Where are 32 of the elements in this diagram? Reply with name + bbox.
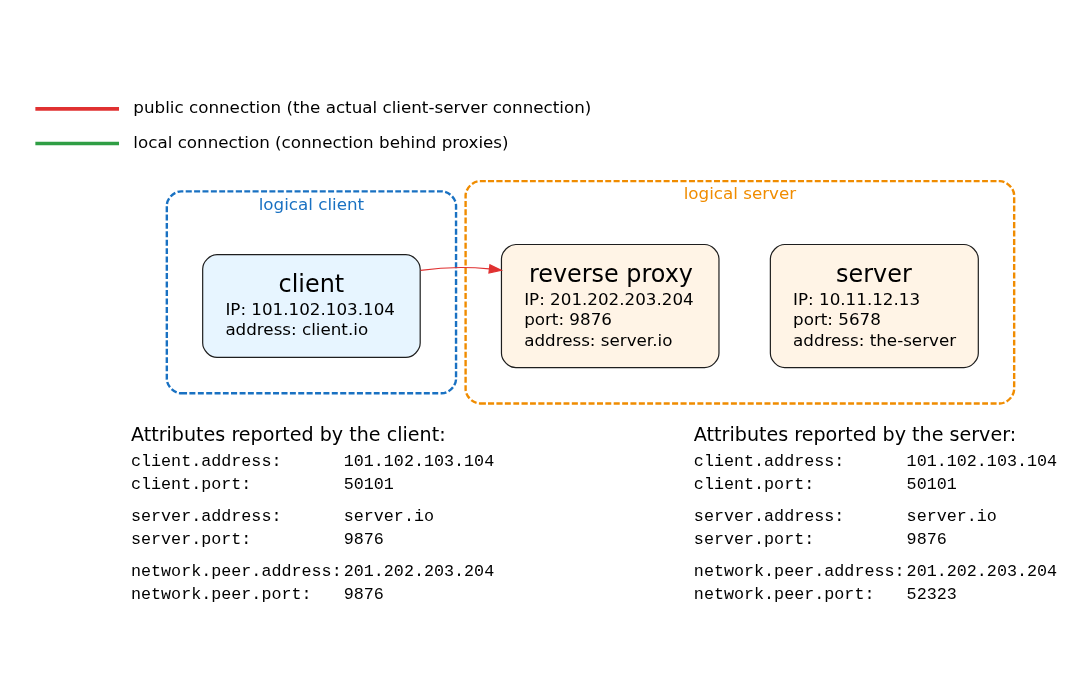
label: 50101 bbox=[343, 474, 394, 494]
legend-label: public connection (the actual client-server connection) bbox=[133, 97, 592, 118]
node-box: client IP: 101.102.103.104 address: client.io bbox=[202, 254, 421, 359]
label: client.address: bbox=[693, 451, 845, 471]
label: client.address: bbox=[130, 451, 282, 471]
label: server.address: bbox=[130, 506, 282, 526]
label: client.port: bbox=[693, 474, 815, 494]
label: 101.102.103.104 bbox=[343, 451, 495, 471]
arrow bbox=[419, 263, 504, 274]
label: network.peer.port: bbox=[693, 584, 875, 604]
label: network.peer.port: bbox=[130, 584, 312, 604]
label: network.peer.address: bbox=[130, 561, 342, 581]
node-box: reverse proxy IP: 201.202.203.204 port: 9876 address: server.io bbox=[500, 243, 720, 369]
legend-label: local connection (connection behind proxies) bbox=[133, 131, 509, 152]
label: 201.202.203.204 bbox=[906, 561, 1058, 581]
label: 201.202.203.204 bbox=[343, 561, 495, 581]
node-box: server IP: 10.11.12.13 port: 5678 address: the-server bbox=[769, 243, 979, 369]
label: 101.102.103.104 bbox=[906, 451, 1058, 471]
label: 9876 bbox=[343, 529, 384, 549]
label: 9876 bbox=[343, 584, 384, 604]
label: 52323 bbox=[906, 584, 957, 604]
label: server.io bbox=[906, 506, 997, 526]
label: network.peer.address: bbox=[693, 561, 905, 581]
label: client.port: bbox=[130, 474, 252, 494]
label: server.address: bbox=[693, 506, 845, 526]
label: server.port: bbox=[693, 529, 815, 549]
label: server.io bbox=[343, 506, 434, 526]
label: Attributes reported by the server: bbox=[693, 423, 1017, 447]
label: 50101 bbox=[906, 474, 957, 494]
label: 9876 bbox=[906, 529, 947, 549]
label: Attributes reported by the client: bbox=[130, 423, 446, 447]
label: server.port: bbox=[130, 529, 252, 549]
